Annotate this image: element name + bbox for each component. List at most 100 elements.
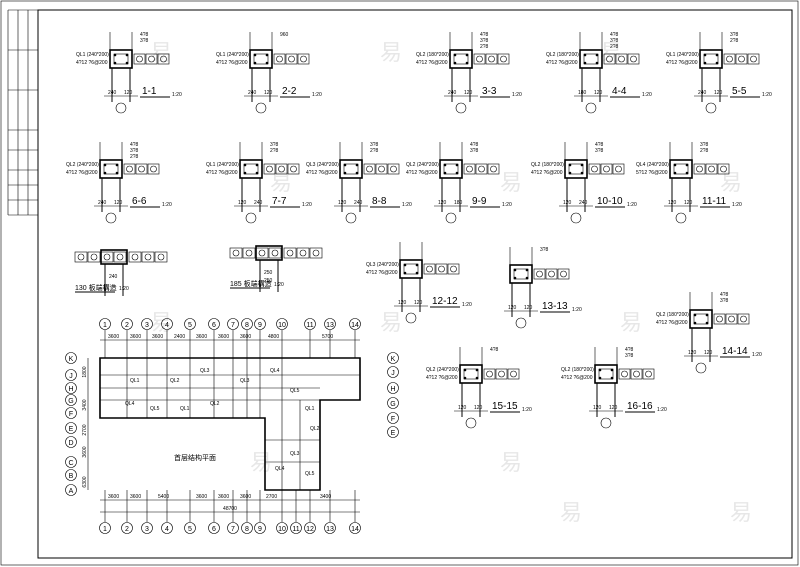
axis-bubble-right [387,426,399,438]
slab-block [287,163,300,175]
beam-label: QL3 (240*200) [366,262,399,268]
slab-core [245,249,253,257]
dim-text: 120 [593,405,602,411]
top-rebar-label: 4?8 [625,347,634,353]
rebar-dot [598,368,602,372]
slab-block [297,53,310,65]
dim-text: 120 [114,200,123,206]
rebar-label: 4?12 ?6@200 [426,375,458,381]
rebar-dot [465,61,469,65]
dim-text-left: 3400 [82,399,88,410]
axis-bubble-bottom [324,522,336,534]
top-rebar-label: 4?8 [595,142,604,148]
slab-block [74,251,88,263]
rebar-dot [115,163,119,167]
stirrup [598,368,614,380]
top-rebar-label: 4?8 [140,32,149,38]
axis-bubble [705,102,717,114]
axis-label-left: D [68,440,73,447]
rebar-label: 4?12 ?6@200 [561,375,593,381]
section-label: 4-4 [612,86,627,97]
axis-bubble [515,317,527,329]
inner-border [37,9,793,559]
top-rebar-label: 2?8 [130,154,139,160]
axis-label-top: 4 [165,322,169,329]
slab-core [615,165,622,173]
dim-text-bottom: 3600 [218,494,229,500]
axis-label-top: 14 [351,322,359,329]
section-scale: 1:20 [512,92,522,98]
rebar-dot [583,53,587,57]
axis-bubble [465,417,477,429]
axis-bubble-left [65,394,77,406]
slab-scale: 1:20 [119,286,129,292]
slab-block [275,163,288,175]
axis-bubble-top [161,318,173,330]
axis-label-top: 9 [258,322,262,329]
section-scale: 1:20 [732,202,742,208]
dim-text: 120 [124,90,133,96]
stirrup [243,163,259,175]
axis-bubble-bottom [208,522,220,534]
slab-core [278,165,285,173]
axis-label-bottom: 3 [145,526,149,533]
slab-core [591,165,598,173]
rebar-dot [255,163,259,167]
slab-block [268,247,282,259]
slab-core [378,165,385,173]
dim-text-top: 3600 [218,334,229,340]
axis-label-top: 10 [278,322,286,329]
slab-core [312,249,320,257]
axis-label-bottom: 11 [292,526,299,533]
axis-label-top: 6 [212,322,216,329]
axis-bubble [105,212,117,224]
section-scale: 1:20 [752,352,762,358]
rebar-dot [455,171,459,175]
slab-block [495,368,508,380]
top-rebar-label: 3?8 [470,148,479,154]
watermark-glyph: 易 [600,41,622,66]
axis-bubble-left [65,422,77,434]
dim-text: 250 [264,270,273,276]
watermark-glyph: 易 [380,41,402,66]
rebar-dot [693,313,697,317]
dim-text: 120 [398,300,407,306]
slab-core [288,55,295,63]
dim-text-top: 4800 [268,334,279,340]
axis-bubble-bottom [254,522,266,534]
axis-label-top: 3 [145,322,149,329]
rebar-dot [525,268,529,272]
beam-outline [564,159,588,179]
axis-bubble [570,212,582,224]
beam-outline [579,49,603,69]
watermark-glyph: 易 [730,501,752,526]
axis-bubble [345,212,357,224]
rebar-dot [253,53,257,57]
slab-core [486,370,493,378]
plan-beam-label: QL1 [130,378,140,384]
top-rebar-label: 2?8 [370,148,379,154]
plan-beam-label: QL3 [240,378,250,384]
dim-text: 120 [688,350,697,356]
rebar-dot [580,171,584,175]
dim-text: 250 [264,278,273,284]
slab-core [286,249,294,257]
slab-block [229,247,243,259]
slab-core [144,253,152,261]
top-rebar-label: 3?8 [370,142,379,148]
rebar-label: 4?12 ?6@200 [66,170,98,176]
slab-core [606,55,613,63]
axis-label-top: 1 [103,322,107,329]
axis-bubble-top [304,318,316,330]
axis-bubble-right [387,366,399,378]
rebar-dot [475,368,479,372]
section-label: 7-7 [272,196,287,207]
plan-beam-label: QL5 [290,388,300,394]
slab-block [285,53,298,65]
dim-text-bottom: 3400 [320,494,331,500]
dim-text: 240 [109,274,118,280]
